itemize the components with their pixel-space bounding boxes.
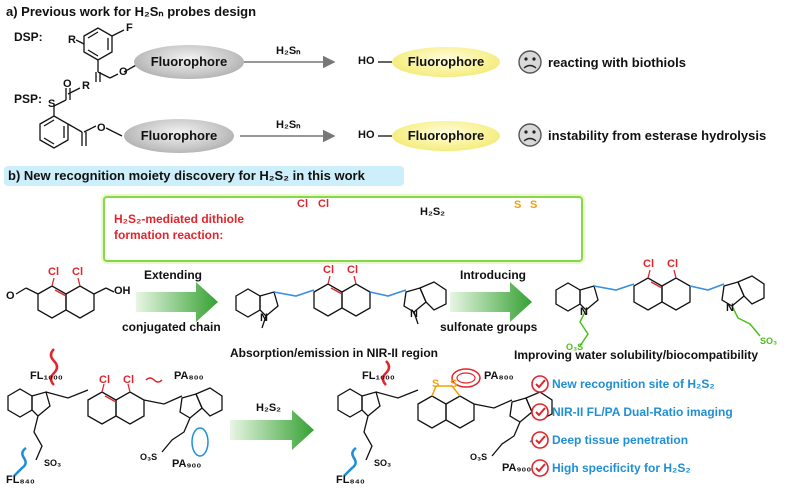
probe-cl-1: Cl bbox=[99, 374, 110, 386]
extending-arrow bbox=[136, 282, 218, 322]
nir-ii-dye-structure bbox=[235, 275, 447, 329]
psp-fluorophore-probe: Fluorophore bbox=[124, 119, 234, 153]
psp-ester-o: O bbox=[97, 122, 106, 134]
dithiole-reaction-box bbox=[103, 196, 583, 262]
dye1-n: N bbox=[410, 308, 418, 320]
pa900-left-label: PA₉₀₀ bbox=[172, 458, 202, 470]
dye2-o3s: O₃S bbox=[566, 342, 584, 352]
check-icon bbox=[531, 403, 549, 421]
check-icon bbox=[531, 431, 549, 449]
dsp-ester-o: O bbox=[119, 66, 128, 78]
pa800-product-wave-icon bbox=[451, 368, 481, 388]
fl1000-product-wave-icon bbox=[381, 360, 391, 386]
feature-item-4: High specificity for H₂S₂ bbox=[552, 461, 691, 475]
psp-s-atom: S bbox=[48, 98, 56, 110]
psp-label: PSP: bbox=[14, 92, 43, 106]
dsp-product-ho: HO bbox=[358, 55, 375, 67]
section-a-title: a) Previous work for H₂Sₙ probes design bbox=[6, 4, 257, 19]
check-icon bbox=[531, 375, 549, 393]
dsp-f-atom: F bbox=[126, 22, 133, 34]
box-reagent: H₂S₂ bbox=[420, 206, 446, 218]
fl1000-emission-wave-icon bbox=[49, 348, 59, 386]
o3s-left: O₃S bbox=[140, 452, 158, 462]
arrow1-top-label: Extending bbox=[144, 268, 203, 282]
so3-right: SO₃ bbox=[374, 458, 392, 468]
row2-cl-2: Cl bbox=[72, 266, 83, 278]
probe-reaction-arrow bbox=[230, 410, 314, 450]
row2-aldehyde-o: O bbox=[6, 290, 15, 302]
dye2-n: N bbox=[726, 302, 734, 314]
dye1-cl-2: Cl bbox=[347, 264, 358, 276]
fl1000-left-label: FL₁₀₀₀ bbox=[30, 370, 63, 382]
sad-face-icon bbox=[518, 50, 542, 74]
dye2-cl-1: Cl bbox=[643, 258, 654, 270]
probe-product-structure bbox=[337, 385, 553, 461]
row2-cl-1: Cl bbox=[48, 266, 59, 278]
section-b-title: b) New recognition moiety discovery for … bbox=[4, 166, 404, 186]
introducing-arrow bbox=[450, 282, 532, 322]
dsp-note: reacting with biothiols bbox=[548, 55, 686, 70]
fl840-emission-wave-icon bbox=[13, 446, 27, 477]
so3-left: SO₃ bbox=[44, 458, 62, 468]
dialdehyde-structure bbox=[15, 277, 115, 319]
psp-carbonyl-o: O bbox=[63, 78, 72, 90]
dye1-cl-1: Cl bbox=[323, 264, 334, 276]
dye2-cl-2: Cl bbox=[667, 258, 678, 270]
psp-product-ho: HO bbox=[358, 129, 375, 141]
pa900-wave-icon bbox=[191, 427, 209, 457]
dye1-n-plus: N bbox=[260, 312, 268, 324]
psp-fluorophore-product: Fluorophore bbox=[392, 121, 500, 151]
dye2-n-plus: N bbox=[580, 306, 588, 318]
dsp-fluorophore-probe: Fluorophore bbox=[134, 45, 244, 79]
box-s-1: S bbox=[514, 199, 522, 211]
fl840-product-wave-icon bbox=[343, 446, 357, 477]
box-label-line2: formation reaction: bbox=[114, 228, 224, 242]
box-label-line1: H₂S₂-mediated dithiole bbox=[114, 212, 245, 226]
dsp-benzoate-structure bbox=[75, 27, 139, 82]
pa800-wave-icon bbox=[145, 377, 163, 383]
product-s-2: S bbox=[450, 378, 458, 390]
dye1-caption: Absorption/emission in NIR-II region bbox=[230, 346, 439, 360]
pa900-right-label: PA₉₀₀ bbox=[502, 462, 532, 474]
check-icon bbox=[531, 459, 549, 477]
box-cl-2: Cl bbox=[318, 198, 329, 210]
fl840-left-label: FL₈₄₀ bbox=[6, 474, 35, 486]
product-s-1: S bbox=[432, 378, 440, 390]
dsp-r-group: R bbox=[68, 34, 76, 46]
psp-thioester-structure bbox=[39, 87, 123, 149]
probe-reagent: H₂S₂ bbox=[256, 402, 282, 414]
feature-item-2: NIR-II FL/PA Dual-Ratio imaging bbox=[552, 405, 733, 419]
psp-r-group: R bbox=[82, 80, 90, 92]
pa800-left-label: PA₈₀₀ bbox=[174, 370, 204, 382]
probe-left-structure bbox=[7, 383, 223, 461]
arrow2-top-label: Introducing bbox=[460, 268, 526, 282]
row2-hydroxyl: OH bbox=[114, 285, 131, 297]
arrow2-bottom-label: sulfonate groups bbox=[440, 320, 538, 334]
o3s-right: O₃S bbox=[470, 452, 488, 462]
feature-item-3: Deep tissue penetration bbox=[552, 433, 689, 447]
sad-face-icon bbox=[518, 123, 542, 147]
probe-cl-2: Cl bbox=[123, 374, 134, 386]
dsp-fluorophore-product: Fluorophore bbox=[392, 47, 500, 77]
fl840-right-label: FL₈₄₀ bbox=[336, 474, 365, 486]
psp-note: instability from esterase hydrolysis bbox=[548, 128, 767, 143]
box-cl-1: Cl bbox=[297, 198, 308, 210]
pa800-right-label: PA₈₀₀ bbox=[484, 370, 514, 382]
psp-reagent: H₂Sₙ bbox=[276, 119, 301, 131]
box-s-2: S bbox=[530, 199, 538, 211]
dye2-caption: Improving water solubility/biocompatibil… bbox=[514, 348, 759, 362]
dye2-so3: SO₃ bbox=[760, 336, 778, 346]
feature-item-1: New recognition site of H₂S₂ bbox=[552, 377, 715, 391]
dsp-reagent: H₂Sₙ bbox=[276, 45, 301, 57]
sulfonated-dye-structure bbox=[555, 269, 765, 347]
dsp-label: DSP: bbox=[14, 30, 43, 44]
fl1000-right-label: FL₁₀₀₀ bbox=[362, 370, 395, 382]
arrow1-bottom-label: conjugated chain bbox=[122, 320, 221, 334]
